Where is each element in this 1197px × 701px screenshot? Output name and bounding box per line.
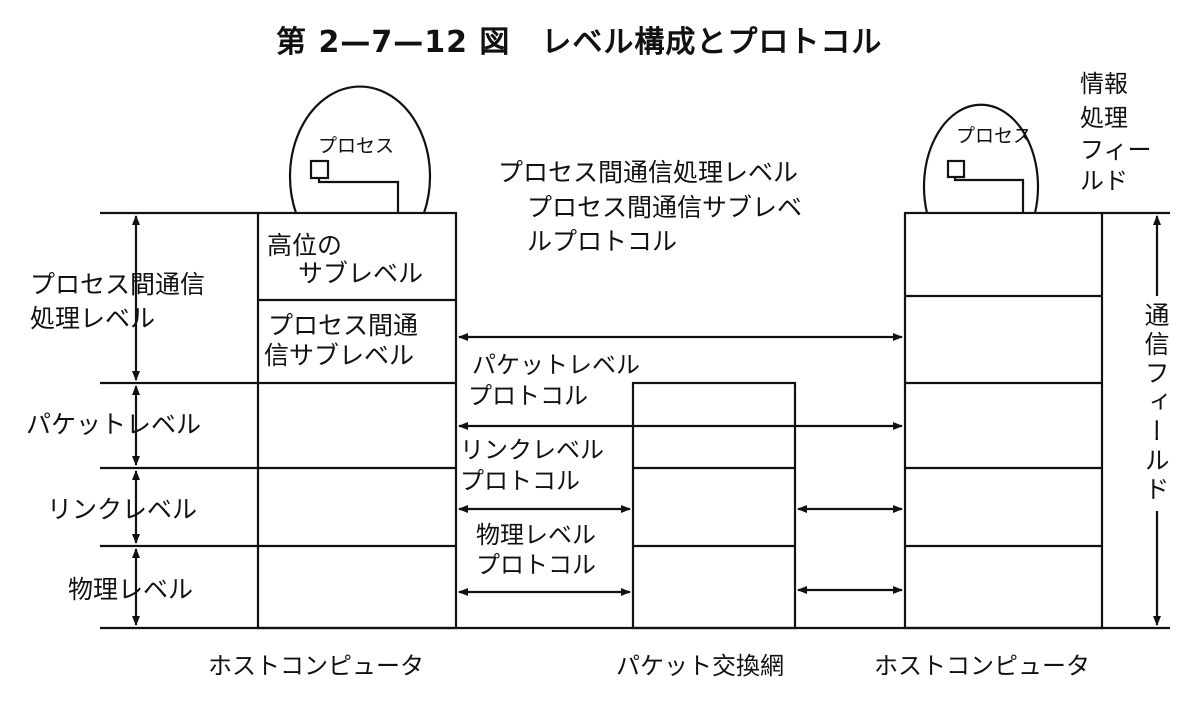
- packet-protocol-2: プロトコル: [468, 382, 588, 410]
- left-process-label: プロセス: [318, 135, 395, 157]
- right-host-caption: ホストコンピュータ: [874, 652, 1090, 680]
- left-process-connector: [317, 178, 400, 213]
- level-label-process-1: プロセス間通信: [30, 270, 206, 299]
- left-process-square: [309, 159, 330, 180]
- info-field-label-4: ルド: [1080, 167, 1128, 195]
- packet-switch-caption: パケット交換網: [616, 652, 784, 680]
- right-host-box: [903, 211, 1104, 630]
- info-field-label-1: 情報: [1080, 70, 1128, 98]
- level-label-packet: パケットレベル: [26, 410, 202, 439]
- communication-field-label: 通信フィールド: [1141, 296, 1170, 511]
- link-protocol-2: プロトコル: [460, 467, 580, 495]
- right-process-connector: [953, 177, 1025, 213]
- left-host-caption: ホストコンピュータ: [208, 652, 424, 680]
- physical-protocol-2: プロトコル: [476, 551, 596, 579]
- upper-sublevel-label-1: 高位の: [267, 231, 343, 260]
- upper-sublevel-label-2: サブレベル: [298, 259, 424, 288]
- ipc-sublevel-label-1: プロセス間通: [268, 311, 419, 340]
- ipc-sublevel-protocol-1: プロセス間通信サブレベ: [527, 193, 803, 222]
- info-field-label-2: 処理: [1080, 104, 1128, 132]
- right-process-square: [946, 159, 966, 179]
- ipc-level-label: プロセス間通信処理レベル: [498, 158, 799, 187]
- right-process-label: プロセス: [956, 125, 1033, 147]
- left-host-box: [256, 211, 458, 630]
- info-field-label-3: フィー: [1080, 136, 1152, 164]
- right-process-dome: [922, 103, 1040, 214]
- packet-protocol-1: パケットレベル: [472, 351, 640, 379]
- ipc-sublevel-label-2: 信サブレベル: [264, 341, 415, 370]
- level-label-process-2: 処理レベル: [30, 304, 156, 333]
- ipc-sublevel-protocol-2: ルプロトコル: [527, 227, 678, 256]
- level-label-link: リンクレベル: [47, 495, 198, 524]
- packet-switch-box: [631, 381, 797, 630]
- level-label-physical: 物理レベル: [68, 575, 194, 604]
- physical-protocol-1: 物理レベル: [476, 521, 596, 549]
- figure-title: 第 2—7—12 図 レベル構成とプロトコル: [276, 25, 883, 60]
- left-process-dome: [288, 85, 432, 214]
- link-protocol-1: リンクレベル: [460, 436, 604, 464]
